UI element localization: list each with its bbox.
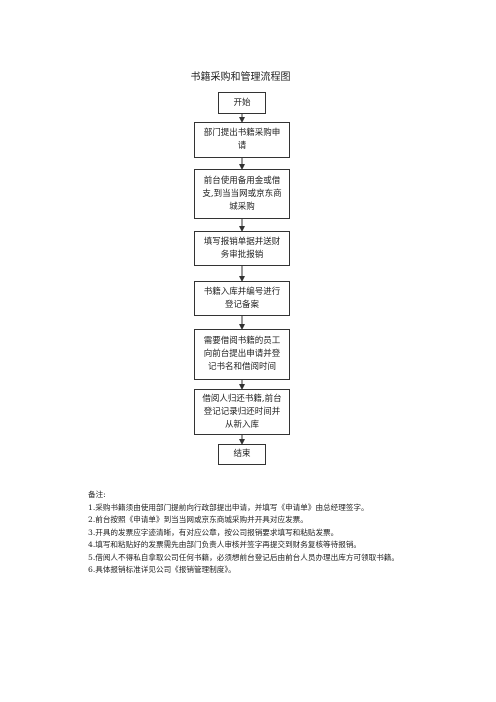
flow-step-label: 需要借阅书籍的员工向前台提出申请并登记书名和借阅时间	[203, 336, 281, 372]
flow-step-label: 前台使用备用金或借支,到当当网或京东商城采购	[202, 175, 282, 212]
flow-step-borrow-request: 需要借阅书籍的员工向前台提出申请并登记书名和借阅时间	[194, 329, 290, 380]
flow-step-label: 借阅人归还书籍,前台登记记录归还时间并从新入库	[202, 393, 282, 430]
page-title: 书籍采购和管理流程图	[190, 72, 291, 83]
flow-step-purchase: 前台使用备用金或借支,到当当网或京东商城采购	[194, 169, 290, 219]
flow-step-label: 部门提出书籍采购申请	[203, 128, 281, 151]
note-item: 1.采购书籍须由使用部门提前向行政部提出申请，并填写《申请单》由总经理签字。	[88, 502, 369, 512]
note-item: 3.开具的发票应字迹清晰，有对应公章，按公司报销要求填写和粘贴发票。	[88, 527, 339, 537]
flow-step-reimbursement: 填写报销单据并送财务审批报销	[194, 231, 290, 266]
note-item: 4.填写和粘贴好的发票需先由部门负责人审核并签字再提交到财务复核等待报销。	[88, 540, 362, 549]
note-item: 2.前台按照《申请单》到当当网或京东商城采购并开具对应发票。	[88, 515, 308, 524]
flow-step-label: 书籍入库并编号进行登记备案	[203, 286, 281, 310]
flow-step-submit-request: 部门提出书籍采购申请	[194, 122, 290, 158]
flow-step-start: 开始	[218, 92, 266, 114]
flow-step-return-books: 借阅人归还书籍,前台登记记录归还时间并从新入库	[194, 389, 290, 435]
flow-step-label: 结束	[233, 449, 251, 459]
flow-step-label: 开始	[233, 97, 251, 108]
flow-step-register-books: 书籍入库并编号进行登记备案	[194, 281, 290, 316]
note-item: 6.具体报销标准详见公司《报销管理制度》。	[88, 565, 236, 574]
notes-section: 备注: 1.采购书籍须由使用部门提前向行政部提出申请，并填写《申请单》由总经理签…	[88, 489, 488, 577]
notes-heading: 备注:	[88, 490, 106, 499]
flow-step-end: 结束	[218, 444, 266, 465]
note-item: 5.借阅人不得私自拿取公司任何书籍，必须想前台登记后由前台人员办理出库方可领取书…	[88, 552, 399, 562]
flow-step-label: 填写报销单据并送财务审批报销	[203, 236, 281, 260]
